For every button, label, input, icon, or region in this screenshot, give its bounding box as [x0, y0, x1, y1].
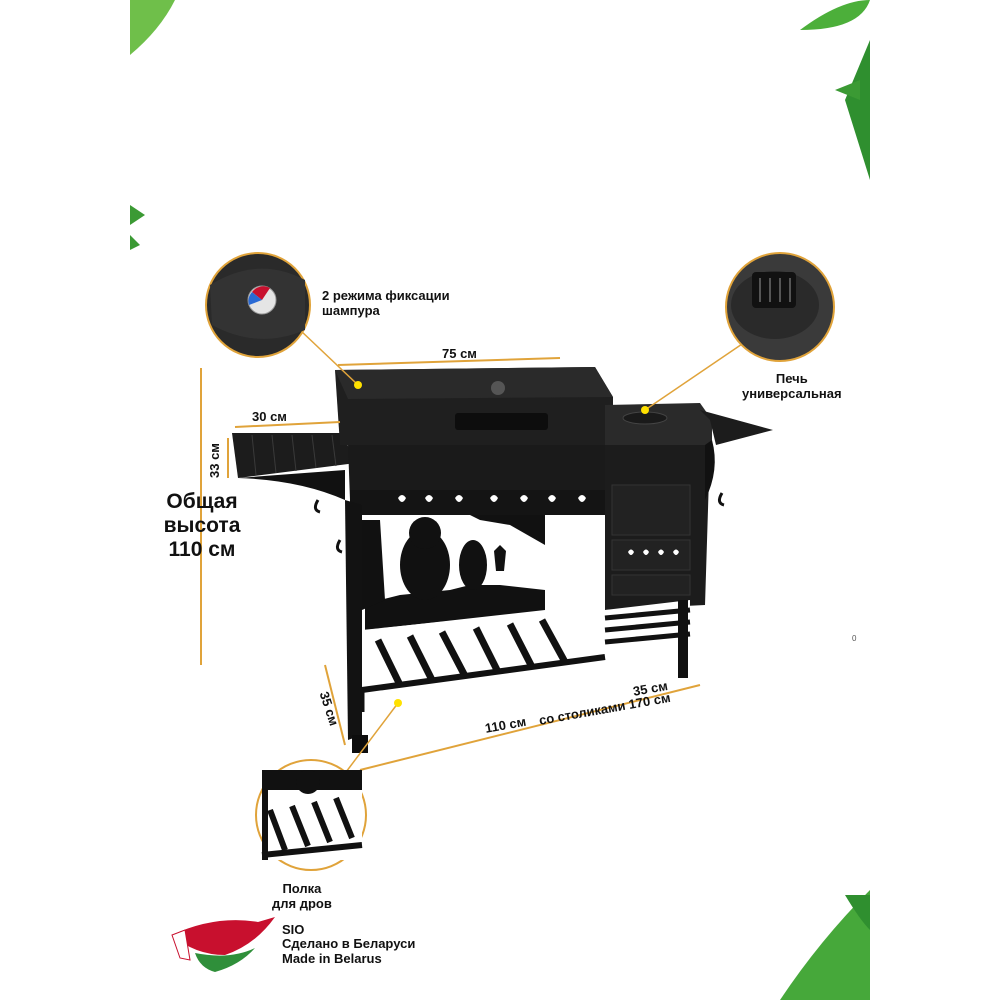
leaf-decoration-top-left — [130, 0, 175, 55]
lid-width-dimension-line — [337, 357, 561, 366]
inset-thermometer — [205, 252, 311, 358]
made-in-ru: Сделано в Беларуси — [282, 936, 416, 952]
made-in-en: Made in Belarus — [282, 950, 382, 966]
lid-handle — [455, 413, 548, 430]
leaf-decoration-left — [130, 205, 145, 250]
depth-dimension-line — [324, 664, 346, 746]
branding: SIO Сделано в Беларуси Made in Belarus — [282, 922, 416, 966]
leaf-decoration-bottom-right — [780, 890, 870, 1000]
stove-door — [611, 484, 691, 536]
table-width-dimension-line — [234, 421, 341, 428]
callout-dot-stove — [641, 406, 649, 414]
callout-dot-woodshelf — [394, 699, 402, 707]
stove-label: Печь универсальная — [742, 371, 842, 401]
callout-line-stove — [644, 339, 749, 411]
stove-top — [605, 403, 712, 445]
lid-width-label: 75 см — [442, 346, 477, 361]
left-table-height-label: 33 см — [207, 443, 222, 478]
length-dimension-line — [359, 684, 701, 771]
skewer-mode-label: 2 режима фиксации шампура — [322, 288, 450, 318]
grill — [232, 367, 773, 753]
bear-silhouette — [400, 530, 450, 600]
right-side-table — [700, 410, 773, 445]
brand-name: SIO — [282, 922, 305, 937]
leaf-decoration-top-right — [800, 0, 870, 180]
callout-dot-skewer — [354, 381, 362, 389]
callout-line-woodshelf — [339, 702, 399, 781]
total-height-label: Общая высота 110 см — [163, 490, 241, 562]
inset-woodshelf — [255, 759, 367, 871]
inset-stove-top — [725, 252, 835, 362]
woodshelf-label: Полка для дров — [272, 881, 332, 911]
belarus-flag — [171, 917, 275, 972]
left-table-width-label: 30 см — [252, 409, 287, 424]
callout-line-skewer — [299, 329, 359, 386]
edge-mark: 0 — [852, 634, 857, 643]
